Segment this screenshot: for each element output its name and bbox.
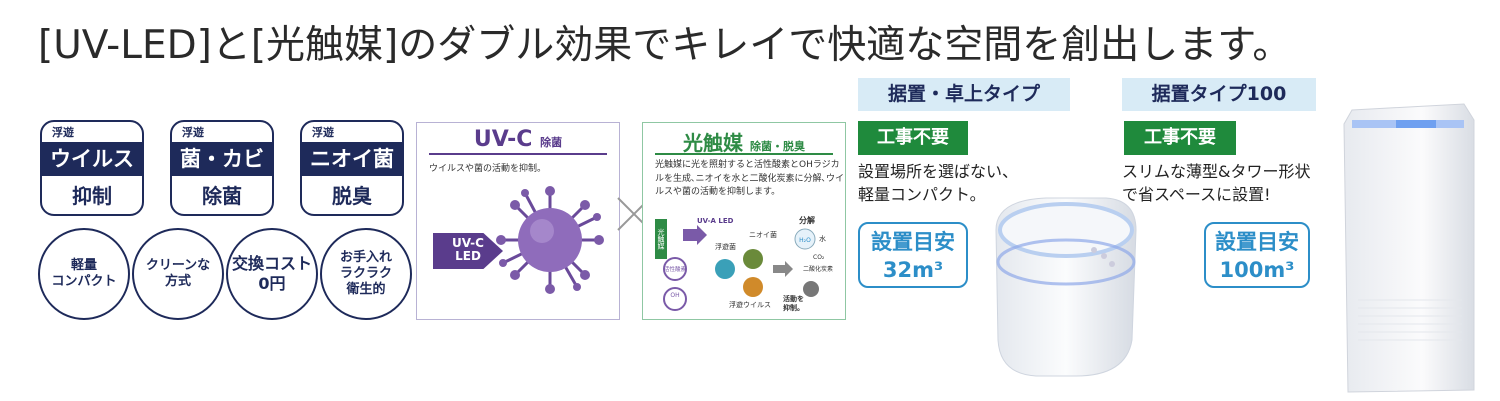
badge-sub: 脱臭 <box>332 184 372 208</box>
badge-sub: 除菌 <box>202 184 242 208</box>
label-catalyst: 光触媒 <box>657 228 665 251</box>
label-co2-jp: 二酸化炭素 <box>803 265 833 273</box>
label-water: 水 <box>819 234 826 243</box>
photocatalyst-panel: 光触媒 除菌・脱臭 光触媒に光を照射すると活性酸素とOHラジカルを生成､ニオイを… <box>642 122 846 320</box>
feature-circle-cost: 交換コスト 0円 <box>226 228 318 320</box>
product-a-area-value: 32m³ <box>882 258 944 283</box>
product-a-header: 据置・卓上タイプ <box>858 78 1070 111</box>
pc-title: 光触媒 除菌・脱臭 <box>683 131 805 155</box>
virus-icon <box>496 186 604 294</box>
badge-main: ニオイ菌 <box>302 142 402 176</box>
badge-virus: 浮遊 ウイルス 抑制 <box>40 120 144 216</box>
feature-circle-clean: クリーンな 方式 <box>132 228 224 320</box>
uvc-led-arrow: UV-C LED <box>433 233 503 269</box>
product-a-image <box>995 197 1137 377</box>
product-a-area-label: 設置目安 <box>871 230 955 254</box>
product-a-text: 設置場所を選ばない、 軽量コンパクト。 <box>858 162 1019 205</box>
product-a-badge: 工事不要 <box>858 121 968 155</box>
badge-sub: 抑制 <box>72 184 112 208</box>
product-b-area-value: 100m³ <box>1219 258 1295 283</box>
badge-odor: 浮遊 ニオイ菌 脱臭 <box>300 120 404 216</box>
product-b-text: スリムな薄型&タワー形状 で省スペースに設置! <box>1122 162 1311 205</box>
product-b-area: 設置目安 100m³ <box>1204 222 1310 288</box>
uvc-panel: UV-C 除菌 ウイルスや菌の活動を抑制。 UV-C LED <box>416 122 620 320</box>
badge-main: ウイルス <box>42 142 142 176</box>
label-bacteria: 浮遊菌 <box>715 242 736 251</box>
label-uva: UV-A LED <box>697 217 734 225</box>
label-co2: CO₂ <box>813 254 825 261</box>
feature-circle-light: 軽量 コンパクト <box>38 228 130 320</box>
badge-main: 菌・カビ <box>172 142 272 176</box>
badge-tag: 浮遊 <box>182 126 204 139</box>
headline: [UV-LED]と[光触媒]のダブル効果でキレイで快適な空間を創出します。 <box>38 23 1292 68</box>
product-b-header: 据置タイプ100 <box>1122 78 1316 111</box>
badge-bacteria: 浮遊 菌・カビ 除菌 <box>170 120 274 216</box>
product-b-area-label: 設置目安 <box>1215 230 1299 254</box>
product-a-area: 設置目安 32m³ <box>858 222 968 288</box>
label-active-oxygen: 活性酸素 <box>664 265 687 273</box>
badge-tag: 浮遊 <box>312 126 334 139</box>
uvc-title: UV-C 除菌 <box>473 127 563 152</box>
uvc-desc: ウイルスや菌の活動を抑制。 <box>429 164 547 174</box>
badge-tag: 浮遊 <box>52 126 74 139</box>
label-h2o: H₂O <box>799 237 811 244</box>
label-decompose: 分解 <box>799 215 815 225</box>
label-virus: 浮遊ウイルス <box>729 300 771 309</box>
pc-desc: 光触媒に光を照射すると活性酸素とOHラジカルを生成､ニオイを水と二酸化炭素に分解… <box>655 160 845 197</box>
feature-circle-care: お手入れ ラクラク 衛生的 <box>320 228 412 320</box>
label-suppress: 活動を抑制。 <box>783 294 804 312</box>
product-b-image <box>1343 103 1475 393</box>
uvc-divider <box>429 153 607 155</box>
product-b-badge: 工事不要 <box>1124 121 1236 155</box>
label-oh: OH <box>670 292 679 299</box>
photocatalyst-diagram: 光触媒 UV-A LED 浮遊菌 ニオイ菌 活性酸素 OH 浮遊ウイルス 分解 … <box>655 215 833 312</box>
label-odor: ニオイ菌 <box>749 230 777 239</box>
pc-divider <box>655 153 833 155</box>
